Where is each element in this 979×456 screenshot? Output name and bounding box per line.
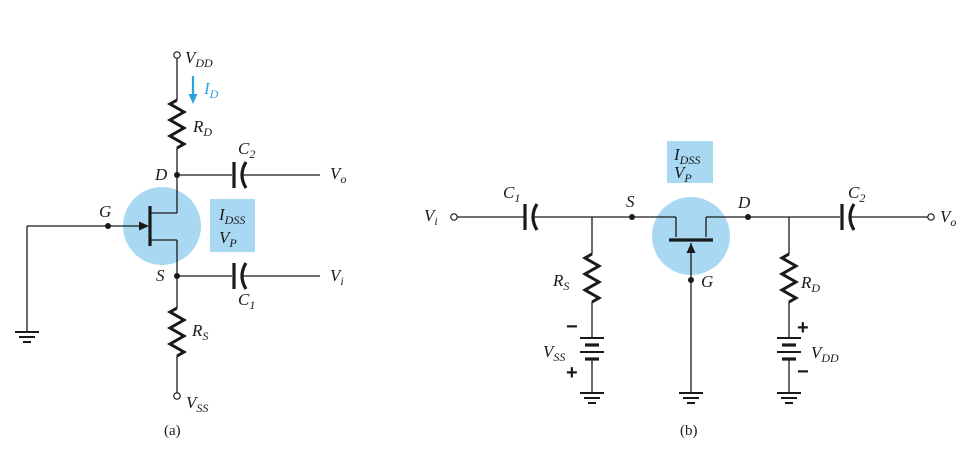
rs-b-resistor — [581, 252, 603, 304]
vo-b-label: Vo — [940, 207, 956, 229]
source-a-label: S — [156, 266, 165, 285]
ground-b3-icon — [777, 392, 801, 404]
vdd-b-battery-icon — [777, 337, 801, 361]
fet-a-circle — [123, 187, 201, 265]
id-label: ID — [203, 79, 219, 101]
c1-a-label: C1 — [238, 290, 255, 312]
vo-b-terminal — [927, 213, 935, 221]
rs-a-label: RS — [191, 321, 208, 343]
vo-a-label: Vo — [330, 164, 346, 186]
rd-a-resistor — [166, 98, 188, 150]
fet-b-param-box — [667, 141, 713, 183]
c2-a-label: C2 — [238, 139, 255, 161]
idss-a-label: IDSS — [218, 205, 245, 227]
vss-b-plus: + — [566, 362, 578, 384]
circuit-b: Vi C1 S IDSS VP D C2 Vo RS − VSS + G RD … — [424, 141, 956, 439]
ground-b1-icon — [580, 392, 604, 404]
drain-b-node — [745, 214, 751, 220]
gate-b-label: G — [701, 272, 713, 291]
vi-b-label: Vi — [424, 206, 438, 228]
caption-b: (b) — [680, 423, 698, 439]
gate-a-label: G — [99, 202, 111, 221]
vss-b-battery-icon — [580, 337, 604, 361]
vss-a-terminal — [173, 392, 181, 400]
ground-a-icon — [15, 331, 39, 343]
vdd-b-plus: + — [797, 317, 809, 339]
vdd-b-label: VDD — [811, 343, 839, 365]
source-b-node — [629, 214, 635, 220]
vss-a-label: VSS — [186, 393, 208, 415]
vss-b-minus: − — [566, 316, 578, 338]
id-current-arrow-icon — [188, 76, 198, 104]
source-b-label: S — [626, 192, 635, 211]
rs-b-label: RS — [552, 271, 569, 293]
vdd-a-label: VDD — [185, 48, 213, 70]
vss-b-label: VSS — [543, 342, 565, 364]
vdd-b-minus: − — [797, 361, 809, 383]
gate-b-node — [688, 277, 694, 283]
c1-b-label: C1 — [503, 183, 520, 205]
vdd-a-terminal — [173, 51, 181, 59]
ground-b2-icon — [679, 392, 703, 404]
fet-b-gate-arrow — [686, 243, 696, 253]
fet-a-param-box — [210, 199, 255, 252]
fet-a-gate-arrow — [139, 221, 149, 231]
c2-b-label: C2 — [848, 183, 865, 205]
idss-b-label: IDSS — [673, 145, 700, 167]
rd-a-label: RD — [192, 117, 212, 139]
rd-b-label: RD — [800, 273, 820, 295]
vp-b-label: VP — [674, 163, 692, 185]
drain-a-label: D — [154, 165, 168, 184]
caption-a: (a) — [164, 423, 181, 439]
gate-a-node — [105, 223, 111, 229]
drain-b-label: D — [737, 193, 751, 212]
rs-a-resistor — [166, 306, 188, 358]
vi-b-terminal — [450, 213, 458, 221]
circuit-a: VDD ID RD C2 Vo D G S IDSS VP C1 Vi RS V… — [15, 48, 346, 439]
vi-a-label: Vi — [330, 266, 344, 288]
vp-a-label: VP — [219, 228, 237, 250]
rd-b-resistor — [778, 252, 800, 304]
